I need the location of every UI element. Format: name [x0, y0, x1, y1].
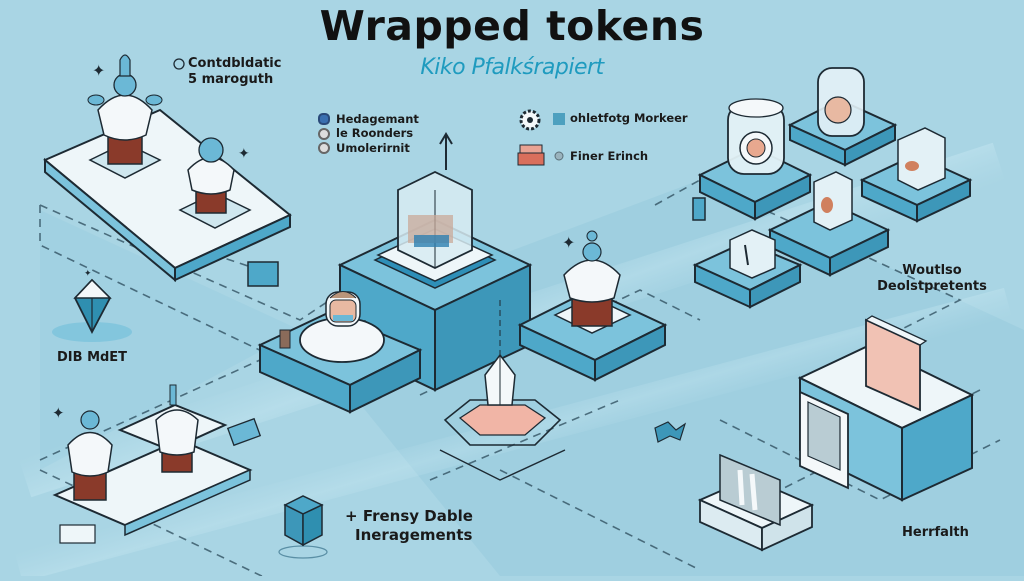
right-monitor-station — [654, 315, 975, 552]
center-right-figure-platform: ✦ — [517, 230, 668, 382]
legend-right-item-1: ohletfotg Morkeer — [570, 111, 688, 125]
top-left-workstation: ✦ ✦ — [43, 54, 292, 287]
bottom-center-label-line1: Frensy Dable — [362, 507, 473, 525]
refresh-icon — [318, 127, 330, 140]
copyright-icon — [173, 58, 185, 70]
up-arrow-icon — [439, 132, 453, 170]
legend-left: Hedagemant le Roonders Umolerirnit — [318, 112, 419, 155]
bottom-left-workstation: ✦ — [52, 384, 262, 544]
right-middle-label-line1: Woutlso — [902, 263, 962, 278]
page-subtitle: Kiko Pfalkśrapiert — [420, 55, 604, 80]
top-left-label: Contdbldatic 5 maroguth — [188, 56, 281, 89]
page-title: Wrapped tokens — [319, 2, 705, 50]
salmon-crystal-pad — [439, 353, 566, 481]
legend-left-item-label: Umolerirnit — [336, 140, 410, 155]
legend-right-item-2: Finer Erinch — [570, 149, 649, 163]
gear-icon — [519, 109, 541, 131]
gem-label: DIB MdET — [57, 350, 128, 365]
shield-icon — [318, 113, 330, 126]
svg-text:✦: ✦ — [562, 233, 575, 252]
right-middle-label: Woutlso Deolstpretents — [872, 263, 992, 296]
gem-icon: ✦ — [52, 269, 132, 342]
network-icon — [553, 113, 565, 125]
top-right-display-cluster — [692, 67, 973, 309]
cloud-icon — [318, 141, 330, 154]
bottom-center-label: + Frensy Dable Ineragements — [345, 507, 473, 545]
dot-icon — [554, 151, 564, 161]
bottom-center-label-line2: Ineragements — [355, 525, 473, 544]
plus-icon: + — [345, 507, 358, 525]
svg-text:✦: ✦ — [238, 146, 250, 162]
bottom-right-label: Herrfalth — [902, 525, 969, 540]
chef-hat-icon — [517, 144, 545, 166]
astronaut-pod-platform — [257, 291, 423, 414]
top-left-label-line2: 5 maroguth — [188, 72, 274, 88]
cube-icon — [278, 495, 328, 559]
legend-left-item: Umolerirnit — [318, 141, 419, 155]
top-left-label-line1: Contdbldatic — [188, 56, 282, 71]
svg-text:✦: ✦ — [92, 61, 105, 80]
legend-left-item-label: Hedagemant — [336, 112, 419, 126]
legend-left-item: le Roonders — [318, 126, 419, 140]
legend-left-item-label: le Roonders — [336, 126, 414, 141]
right-middle-label-line2: Deolstpretents — [877, 279, 987, 295]
svg-text:✦: ✦ — [84, 269, 92, 279]
svg-text:✦: ✦ — [52, 404, 65, 422]
legend-left-item: Hedagemant — [318, 112, 419, 126]
